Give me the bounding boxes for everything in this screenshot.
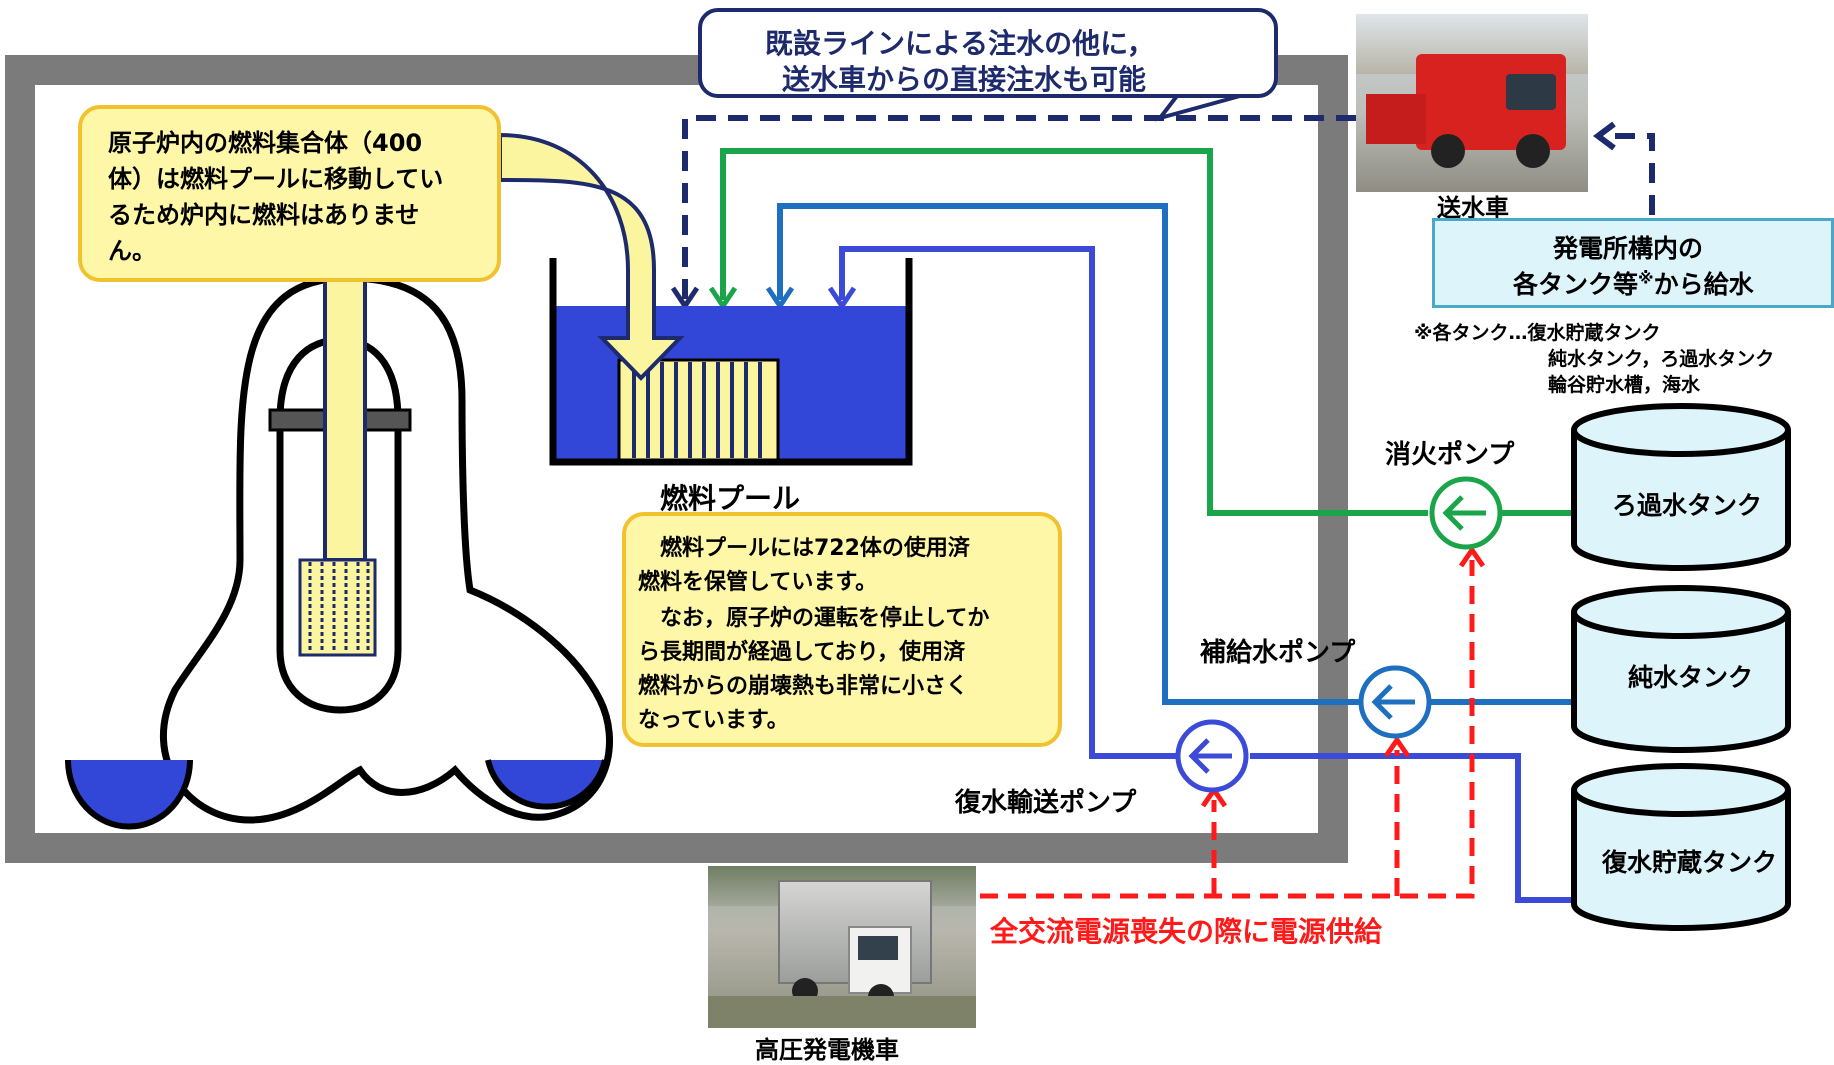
pool-note-line-3: なお，原子炉の運転を停止してか xyxy=(638,606,990,631)
direct-injection-callout: 既設ラインによる注水の他に， 送水車からの直接注水も可能 xyxy=(698,8,1278,98)
condensate-pump-label: 復水輸送ポンプ xyxy=(955,788,1137,818)
power-arrowhead-makeup xyxy=(1383,735,1411,758)
callout-line-1: 既設ラインによる注水の他に， xyxy=(765,27,1155,60)
water-truck-photo xyxy=(1356,14,1588,192)
suppression-pool-left xyxy=(65,759,193,830)
pure-water-tank xyxy=(1571,585,1791,753)
reactor-building xyxy=(5,55,1348,863)
truck-arrowhead xyxy=(1593,121,1616,151)
reactor-note-line-4: ん。 xyxy=(108,237,156,265)
pool-note-line-2: 燃料を保管しています。 xyxy=(638,570,878,595)
fuel-transfer-column xyxy=(323,268,367,562)
suppression-pool-right xyxy=(485,759,608,810)
fire-pump-label: 消火ポンプ xyxy=(1385,440,1515,470)
direct-injection-dashed-line xyxy=(1600,133,1655,215)
supply-line-2b: から給水 xyxy=(1653,270,1754,299)
fuel-pool-note: 燃料プールには722体の使用済 燃料を保管しています。 なお，原子炉の運転を停止… xyxy=(622,512,1062,747)
spent-fuel-rack xyxy=(617,358,780,462)
condensate-tank-label: 復水貯蔵タンク xyxy=(1602,848,1778,877)
makeup-water-pump xyxy=(1358,665,1432,739)
fuel-transfer-arrow xyxy=(498,132,685,381)
supply-line-2a: 各タンク等 xyxy=(1513,270,1639,299)
condensate-transfer-pump xyxy=(1175,719,1249,793)
tank-note-line-2: 純水タンク，ろ過水タンク xyxy=(1548,348,1775,370)
callout-tail xyxy=(1154,90,1241,122)
makeup-line-pipe-main xyxy=(777,203,1360,705)
power-supply-dashed-line xyxy=(980,560,1475,899)
fuel-pool-label: 燃料プール xyxy=(660,482,801,515)
supply-note-mark: ※ xyxy=(1638,268,1654,288)
pool-note-line-6: なっています。 xyxy=(638,708,789,733)
pool-note-line-4: ら長期間が経過しており，使用済 xyxy=(638,640,966,665)
reactor-note-line-1: 原子炉内の燃料集合体（400 xyxy=(108,129,423,157)
reactor-fuel-note: 原子炉内の燃料集合体（400 体）は燃料プールに移動してい るため炉内に燃料はあ… xyxy=(78,105,501,282)
supply-line-1: 発電所構内の xyxy=(1553,234,1704,263)
tank-note-line-3: 輪谷貯水槽，海水 xyxy=(1548,374,1701,396)
generator-truck-label: 高圧発電機車 xyxy=(755,1036,899,1064)
water-truck-label: 送水車 xyxy=(1437,194,1509,222)
pure-tank-label: 純水タンク xyxy=(1628,663,1754,692)
fire-pump xyxy=(1429,476,1503,550)
pool-note-line-1: 燃料プールには722体の使用済 xyxy=(638,536,970,561)
condensate-line-pipe xyxy=(1250,753,1574,903)
fire-line-pipe-main xyxy=(720,148,1428,516)
power-arrowhead-fire xyxy=(1458,545,1486,568)
reactor-note-line-2: 体）は燃料プールに移動してい xyxy=(108,165,444,193)
callout-line-2: 送水車からの直接注水も可能 xyxy=(782,63,1147,96)
pool-note-line-5: 燃料からの崩壊熱も非常に小さく xyxy=(638,674,969,699)
reactor-core xyxy=(298,558,377,657)
power-supply-label: 全交流電源喪失の際に電源供給 xyxy=(990,915,1383,948)
reactor-note-line-3: るため炉内に燃料はありませ xyxy=(108,201,420,229)
filtered-water-tank xyxy=(1571,403,1791,571)
filtered-tank-label: ろ過水タンク xyxy=(1612,491,1763,520)
tank-supply-box: 発電所構内の 各タンク等※から給水 xyxy=(1432,218,1834,308)
condensate-line-pipe-main xyxy=(839,246,1214,759)
condensate-storage-tank xyxy=(1571,763,1791,931)
generator-truck-photo xyxy=(708,866,976,1028)
supply-line-2: 各タンク等※から給水 xyxy=(1513,265,1754,301)
tank-note-line-1: ※各タンク…復水貯蔵タンク xyxy=(1414,322,1661,344)
makeup-pump-label: 補給水ポンプ xyxy=(1200,638,1356,668)
